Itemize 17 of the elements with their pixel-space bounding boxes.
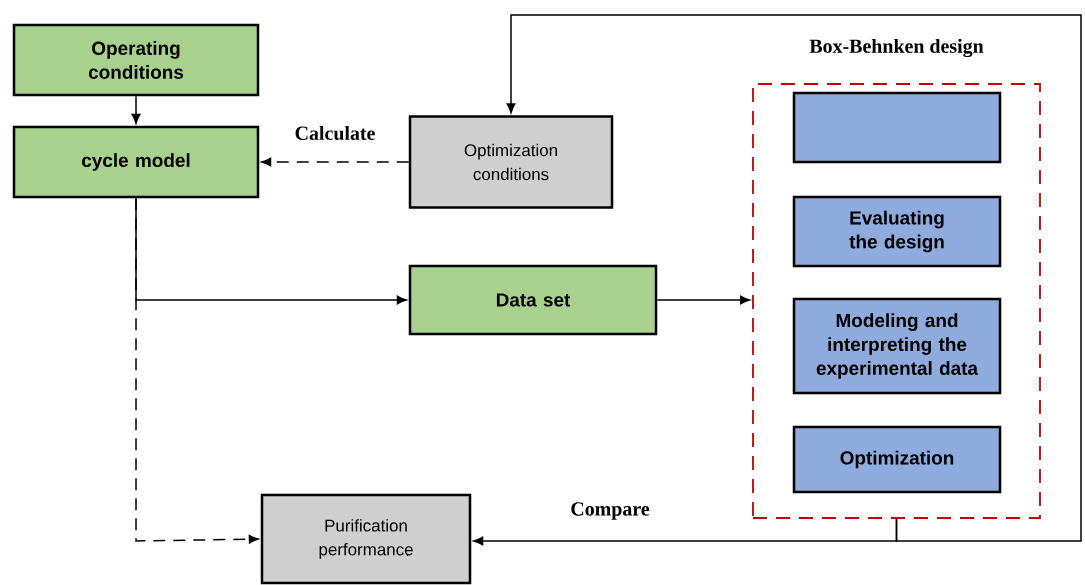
process-box: Optimization conditions [408,115,614,209]
process-box: cycle model [12,125,260,199]
arrow [261,157,410,167]
arrow [656,295,751,305]
edge-label: Compare [568,500,652,522]
process-box: Operating conditions [12,23,260,97]
group-heading: Box-Behnken design [809,38,984,58]
arrow [506,14,1082,542]
edge-label: Calculate [292,123,378,143]
arrow [131,95,141,124]
process-box: Optimization [792,425,1002,494]
process-box: Data set [408,264,658,336]
process-box: Modeling and interpreting the experimental data [792,297,1002,395]
process-box [792,91,1002,164]
arrow [135,197,259,544]
process-box: Purification performance [260,493,472,585]
process-box: Evaluating the design [792,195,1002,268]
